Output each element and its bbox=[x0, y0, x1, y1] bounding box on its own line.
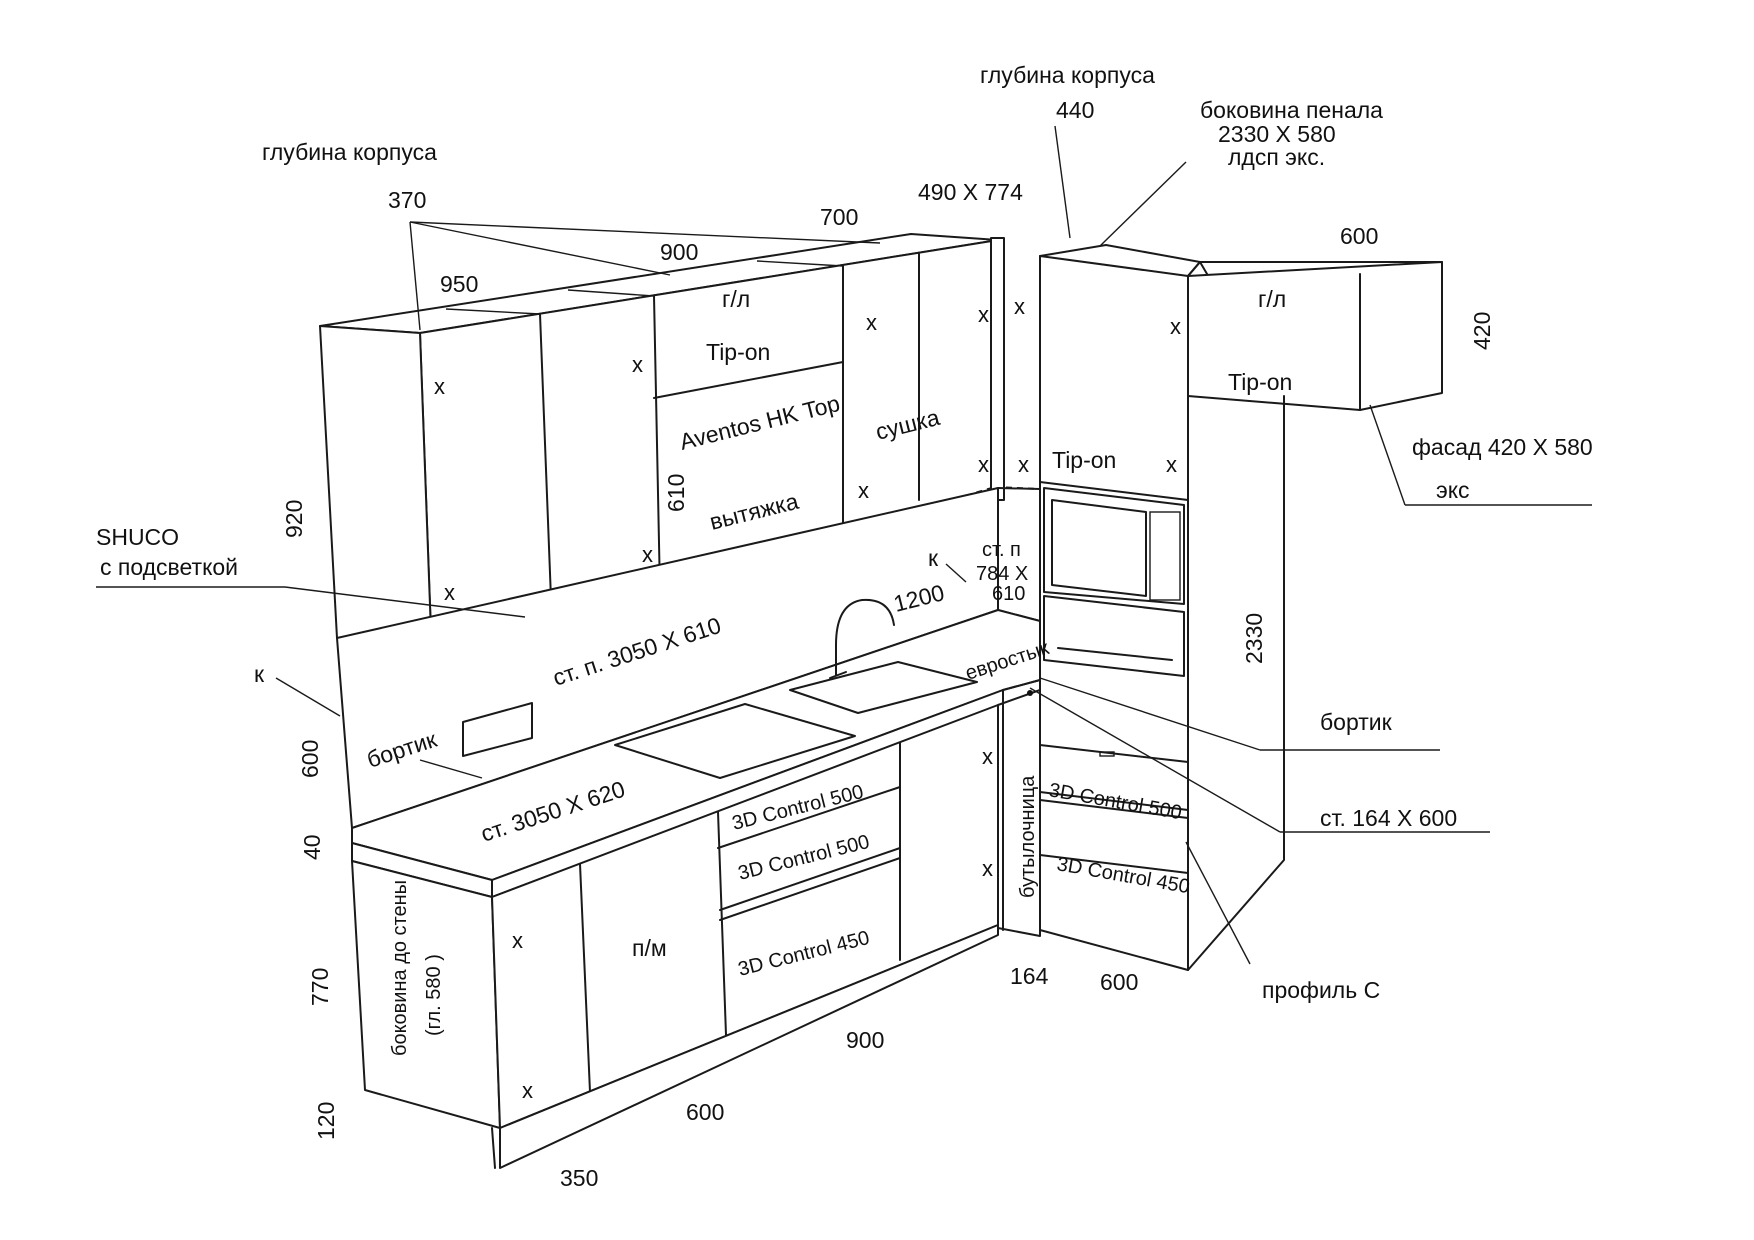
pencil-side-size: 2330 X 580 bbox=[1218, 121, 1336, 147]
height-610: 610 bbox=[663, 474, 689, 512]
profile-c: профиль С bbox=[1262, 977, 1380, 1003]
leader-lines bbox=[96, 125, 1592, 965]
x-mark: x bbox=[642, 542, 653, 567]
x-mark: x bbox=[512, 928, 523, 953]
height-120: 120 bbox=[313, 1102, 339, 1140]
width-600-base: 600 bbox=[686, 1099, 724, 1125]
x-mark: x bbox=[858, 478, 869, 503]
gl-2: г/л bbox=[1258, 286, 1286, 312]
x-mark: x bbox=[1018, 452, 1029, 477]
x-mark: x bbox=[982, 856, 993, 881]
depth-right-title: глубина корпуса bbox=[980, 62, 1155, 88]
x-mark: x bbox=[444, 580, 455, 605]
tipon-2: Tip-on bbox=[1228, 369, 1292, 395]
height-770: 770 bbox=[307, 968, 333, 1006]
countertop bbox=[351, 598, 1041, 898]
top-right-unit bbox=[1187, 261, 1443, 411]
bortik-right: бортик bbox=[1320, 709, 1393, 735]
x-mark: x bbox=[1014, 294, 1025, 319]
x-mark: x bbox=[1170, 314, 1181, 339]
upper-cabinets bbox=[319, 233, 1041, 661]
st-p-small-1: ст. п bbox=[982, 539, 1021, 561]
cooktop-icon bbox=[614, 703, 856, 779]
x-mark: x bbox=[978, 452, 989, 477]
x-mark: x bbox=[434, 374, 445, 399]
width-900-base: 900 bbox=[846, 1027, 884, 1053]
x-mark: x bbox=[978, 302, 989, 327]
faucet-icon bbox=[835, 598, 895, 676]
facade-material: экс bbox=[1436, 477, 1470, 503]
tipon-1: Tip-on bbox=[706, 339, 770, 365]
depth-right-value: 440 bbox=[1056, 97, 1094, 123]
top-right-width: 600 bbox=[1340, 223, 1378, 249]
microwave-icon bbox=[1043, 487, 1185, 605]
socket-icon bbox=[462, 702, 533, 757]
pencil-side-material: лдсп экс. bbox=[1228, 144, 1325, 170]
side-to-wall-2: (гл. 580 ) bbox=[423, 954, 445, 1036]
st-p-small-3: 610 bbox=[992, 583, 1025, 605]
oven-icon bbox=[1043, 595, 1185, 677]
tipon-3: Tip-on bbox=[1052, 447, 1116, 473]
width-600-tall: 600 bbox=[1100, 969, 1138, 995]
st-p-small-2: 784 X bbox=[976, 563, 1028, 585]
depth-left-value: 370 bbox=[388, 187, 426, 213]
width-700: 700 bbox=[820, 204, 858, 230]
height-2330: 2330 bbox=[1241, 613, 1267, 664]
butylochnitsa-label: бутылочница bbox=[1017, 775, 1039, 898]
x-mark: x bbox=[1166, 452, 1177, 477]
x-mark: x bbox=[522, 1078, 533, 1103]
width-350-base: 350 bbox=[560, 1165, 598, 1191]
height-920: 920 bbox=[281, 500, 307, 538]
height-40: 40 bbox=[299, 834, 325, 860]
top-right-height: 420 bbox=[1469, 312, 1495, 350]
x-markers: x x x x x x x x x x x x x x x x bbox=[434, 294, 1181, 1103]
width-900: 900 bbox=[660, 239, 698, 265]
corner-base bbox=[997, 689, 1041, 937]
shuco-line-1: SHUCO bbox=[96, 524, 179, 550]
x-mark: x bbox=[982, 744, 993, 769]
k-left: к bbox=[254, 661, 265, 687]
x-mark: x bbox=[866, 310, 877, 335]
width-950: 950 bbox=[440, 271, 478, 297]
height-600: 600 bbox=[297, 740, 323, 778]
pm-label: п/м bbox=[632, 935, 667, 961]
sink-icon bbox=[789, 661, 978, 714]
depth-left-title: глубина корпуса bbox=[262, 139, 437, 165]
k-right: к bbox=[928, 545, 939, 571]
side-to-wall-1: боковина до стены bbox=[389, 880, 411, 1056]
base-cabinets bbox=[351, 704, 999, 1169]
corner-size: 490 X 774 bbox=[918, 179, 1023, 205]
x-mark: x bbox=[632, 352, 643, 377]
facade-size: фасад 420 X 580 bbox=[1412, 434, 1593, 460]
width-164: 164 bbox=[1010, 963, 1049, 989]
st-small-size: ст. 164 X 600 bbox=[1320, 805, 1457, 831]
gl-1: г/л bbox=[722, 286, 750, 312]
pencil-side-title: боковина пенала bbox=[1200, 97, 1383, 123]
shuco-line-2: с подсветкой bbox=[100, 554, 238, 580]
